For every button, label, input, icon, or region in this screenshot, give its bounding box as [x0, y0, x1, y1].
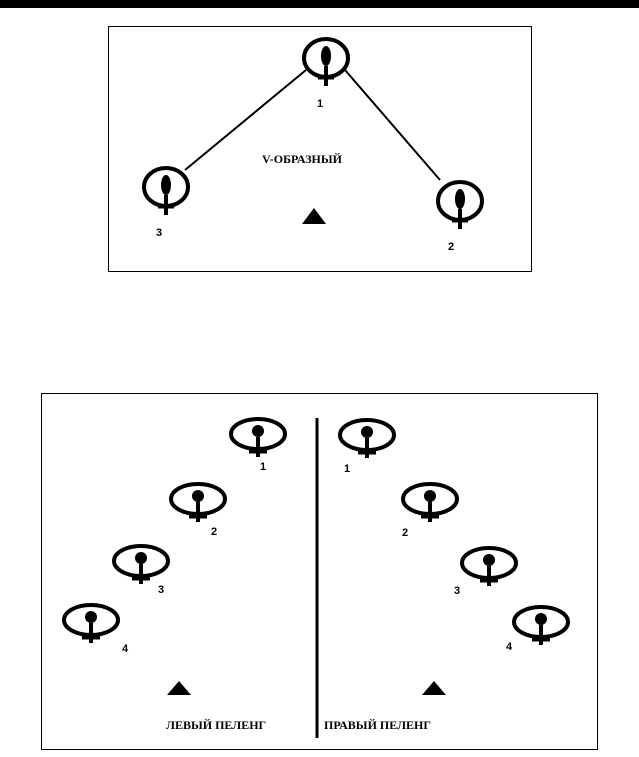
diver-icon — [229, 417, 287, 459]
diver-label: 2 — [211, 526, 217, 538]
diver-icon — [169, 482, 227, 524]
echelon-panel — [41, 393, 598, 750]
diver-label: 4 — [122, 643, 129, 655]
triangle-marker-icon — [302, 208, 326, 224]
diver-label: 3 — [156, 227, 162, 239]
v-formation-panel — [108, 26, 532, 272]
diver-label: 1 — [344, 463, 350, 475]
triangle-marker-icon — [167, 681, 191, 695]
left-echelon-title: ЛЕВЫЙ ПЕЛЕНГ — [166, 718, 266, 732]
diver-label: 1 — [260, 461, 266, 473]
v-line-right — [344, 69, 441, 181]
diver-label: 2 — [448, 241, 454, 253]
diver-label: 3 — [454, 585, 460, 597]
diver-label: 2 — [402, 527, 408, 539]
diver-icon — [302, 37, 350, 88]
right-echelon-title: ПРАВЫЙ ПЕЛЕНГ — [324, 718, 431, 732]
diver-icon — [401, 482, 459, 524]
diver-icon — [436, 180, 484, 231]
diver-label: 1 — [317, 98, 323, 110]
diver-icon — [62, 603, 120, 645]
v-formation-title: V-ОБРАЗНЫЙ — [262, 152, 343, 166]
v-line-left — [184, 69, 307, 171]
diver-icon — [338, 418, 396, 460]
diver-icon — [512, 605, 570, 647]
diver-icon — [460, 546, 518, 588]
diver-label: 3 — [158, 584, 164, 596]
triangle-marker-icon — [422, 681, 446, 695]
top-rule — [0, 0, 639, 8]
diver-label: 4 — [506, 641, 513, 653]
diver-icon — [142, 166, 190, 217]
diver-icon — [112, 544, 170, 586]
